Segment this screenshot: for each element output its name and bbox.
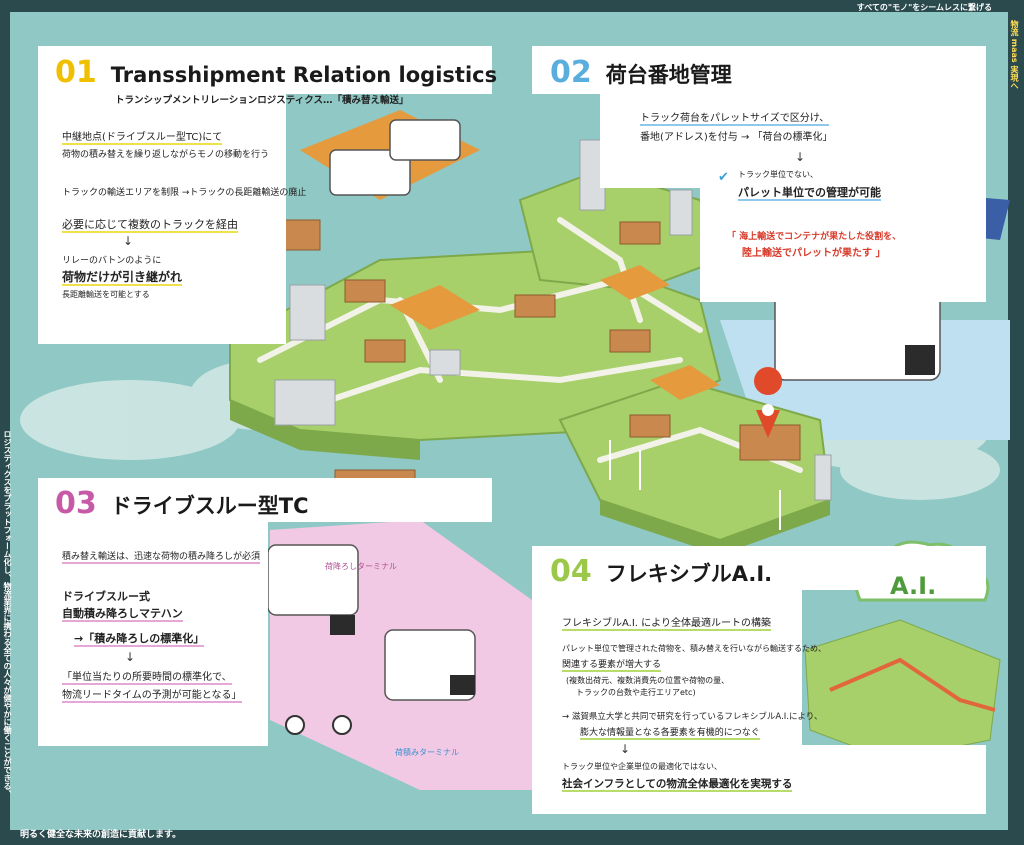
- panel-01-line6: 荷物だけが引き継がれ: [62, 270, 183, 286]
- panel-04-line9: 社会インフラとしての物流全体最適化を実現する: [562, 778, 793, 792]
- panel-02-number: 02: [550, 55, 592, 90]
- panel-02-line6: 陸上輸送でパレットが果たす 」: [742, 248, 886, 259]
- panel-02: [700, 94, 986, 302]
- panel-01-number: 01: [55, 55, 97, 90]
- panel-04-line4: (複数出荷元、複数消費先の位置や荷物の量、: [566, 676, 730, 685]
- arrow-down-icon-2: ↓: [795, 150, 806, 164]
- panel-04-line6: → 滋賀県立大学と共同で研究を行っているフレキシブルA.I.により、: [562, 712, 823, 722]
- panel-04-bottom: [802, 745, 986, 814]
- panel-04-line7: 膨大な情報量となる各要素を有機的につなぐ: [580, 728, 760, 740]
- panel-01-title: Transshipment Relation logistics: [110, 63, 498, 87]
- panel-04-title: フレキシブルA.I.: [605, 562, 773, 586]
- panel-01-line7: 長距離輸送を可能とする: [62, 290, 150, 299]
- panel-03-line6: 物流リードタイムの予測が可能となる」: [62, 690, 242, 703]
- side-title: 物流 maas 実現へ: [1010, 20, 1019, 90]
- panel-02-line2: 番地(アドレス)を付与 → 「荷台の標準化」: [640, 132, 833, 143]
- panel-03-line4: →「積み降ろしの標準化」: [74, 632, 205, 647]
- panel-02-header: [532, 46, 986, 94]
- panel-04-number: 04: [550, 554, 592, 589]
- panel-03-line2: ドライブスルー式: [62, 590, 150, 603]
- panel-02-title: 荷台番地管理: [605, 63, 732, 87]
- panel-01-subtitle: トランシップメントリレーションロジスティクス…「積み替え輸送」: [115, 95, 409, 106]
- panel-03: [38, 522, 268, 746]
- panel-01-line1: 中継地点(ドライブスルー型TC)にて: [62, 132, 223, 145]
- panel-03-line5: 「単位当たりの所要時間の標準化で、: [62, 672, 232, 685]
- panel-01-header: [38, 46, 492, 94]
- ai-cloud-label: A.I.: [890, 572, 937, 600]
- arrow-down-icon-4: ↓: [620, 742, 631, 756]
- panel-04: [532, 590, 802, 814]
- panel-02-line1: トラック荷台をパレットサイズで区分け、: [640, 113, 830, 126]
- panel-04-line3: 関連する要素が増大する: [562, 660, 662, 672]
- panel-03-line3: 自動積み降ろしマテハン: [62, 607, 183, 622]
- bottom-tagline: 明るく健全な未来の創造に貢献します。: [20, 830, 182, 840]
- panel-02-line5: 「 海上輸送でコンテナが果たした役割を、: [727, 232, 902, 242]
- panel-04-header: [532, 546, 986, 590]
- panel-01: [38, 94, 286, 344]
- panel-02-line4: パレット単位での管理が可能: [738, 186, 881, 201]
- panel-04-line2: パレット単位で管理された荷物を、積み替えを行いながら輸送するため、: [562, 644, 826, 653]
- arrow-down-icon: ↓: [123, 234, 134, 248]
- check-icon: ✔: [718, 170, 729, 185]
- panel-02-left: [600, 94, 700, 188]
- unload-terminal-label: 荷降ろしターミナル: [325, 562, 397, 571]
- load-terminal-label: 荷積みターミナル: [395, 748, 459, 757]
- panel-03-line1: 積み替え輸送は、迅速な荷物の積み降ろしが必須: [62, 552, 261, 564]
- panel-03-title: ドライブスルー型TC: [110, 494, 309, 518]
- top-tagline: すべての"モノ"をシームレスに繋げる: [856, 3, 992, 12]
- panel-04-line8: トラック単位や企業単位の最適化ではない、: [562, 762, 722, 771]
- panel-03-number: 03: [55, 486, 97, 521]
- side-tagline: ロジスティクスをプラットフォーム化し、物流業界に携わる全ての人々が健やかに働くこ…: [3, 430, 12, 798]
- panel-04-line5: トラックの台数や走行エリアetc): [576, 688, 696, 697]
- panel-01-line2: 荷物の積み替えを繰り返しながらモノの移動を行う: [62, 150, 270, 160]
- panel-01-line4: 必要に応じて複数のトラックを経由: [62, 218, 238, 233]
- panel-04-line1: フレキシブルA.I. により全体最適ルートの構築: [562, 618, 771, 631]
- panel-03-header: [38, 478, 492, 522]
- panel-01-line5: リレーのバトンのように: [62, 256, 162, 266]
- arrow-down-icon-3: ↓: [125, 650, 136, 664]
- panel-01-line3: トラックの輸送エリアを制限 →トラックの長距離輸送の廃止: [62, 188, 307, 198]
- panel-02-line3: トラック単位でない、: [738, 170, 818, 179]
